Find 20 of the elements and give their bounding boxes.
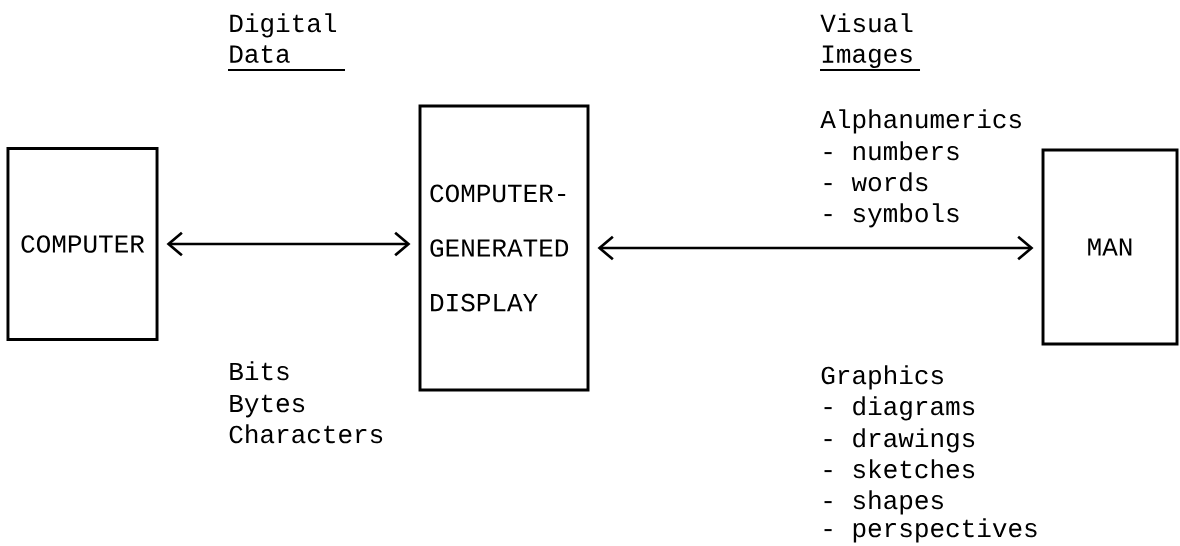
list-text: - perspectives [824,518,1037,543]
process-box: MAN [1041,148,1179,346]
column-heading: Visual Images [820,13,920,72]
list-text: Alphanumerics [820,109,1021,134]
double-arrow [166,231,411,257]
list-text: - diagrams [824,396,975,421]
list-text: - words [824,172,928,192]
column-heading: Digital Data [228,13,345,72]
list-text: - sketches [824,459,975,479]
list-text: Bits [230,361,289,381]
process-box: COMPUTER- GENERATED DISPLAY [418,104,590,392]
list-text: - shapes [824,490,943,515]
process-box: COMPUTER [6,147,159,341]
list-text: - symbols [824,203,959,228]
double-arrow [597,235,1034,261]
list-text: - drawings [824,428,975,453]
list-text: Characters [229,424,383,444]
list-text: - numbers [824,141,959,161]
list-text: Graphics [821,365,943,390]
list-text: Bytes [230,394,305,418]
